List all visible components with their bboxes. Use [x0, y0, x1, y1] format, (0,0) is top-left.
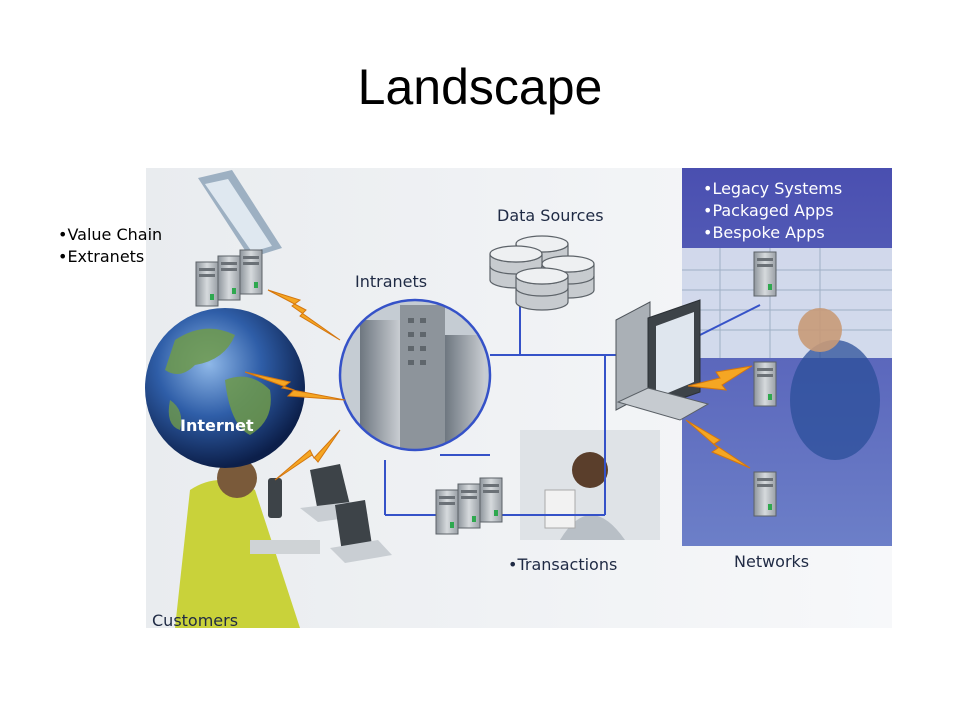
lightning-bolt-3 [274, 429, 341, 481]
value-chain-text: Value Chain [67, 225, 163, 244]
network-lines [384, 298, 761, 516]
extranets-text: Extranets [67, 247, 145, 266]
lightning-bolt-4 [687, 365, 753, 391]
legacy-item: Legacy Systems [703, 178, 842, 200]
monitor-image [198, 170, 282, 258]
intranets-node [338, 298, 492, 452]
internet-label: Internet [180, 416, 254, 435]
intranets-label: Intranets [355, 272, 428, 291]
transactions-person-image [520, 430, 660, 540]
legacy-systems-text: Legacy Systems [712, 179, 843, 198]
person-silhouette [790, 340, 880, 460]
transactions-text: Transactions [517, 555, 618, 574]
page-title: Landscape [357, 59, 603, 115]
legacy-item: Bespoke Apps [703, 222, 842, 244]
data-sources-label: Data Sources [497, 206, 604, 225]
spreadsheet-image [682, 248, 892, 358]
lightning-bolts [244, 289, 753, 481]
central-workstation-icon [615, 299, 710, 421]
internet-globe [145, 308, 305, 468]
networks-label: Networks [734, 552, 810, 571]
value-chain-label: Value Chain [58, 224, 162, 246]
lightning-bolt-1 [267, 289, 341, 341]
bespoke-apps-text: Bespoke Apps [712, 223, 825, 242]
extranets-label: Extranets [58, 246, 162, 268]
transactions-label: Transactions [508, 555, 617, 574]
legacy-list: Legacy Systems Packaged Apps Bespoke App… [703, 178, 842, 244]
legacy-item: Packaged Apps [703, 200, 842, 222]
network-servers [753, 251, 777, 517]
spreadsheet-grid [682, 248, 892, 358]
value-chain-list: Value Chain Extranets [58, 224, 162, 268]
person-head [798, 308, 842, 352]
lightning-bolt-5 [685, 419, 751, 469]
customer-laptops [268, 464, 392, 563]
customers-label: Customers [152, 611, 239, 630]
lightning-bolt-2 [244, 371, 346, 401]
customer-person-image [175, 458, 320, 628]
packaged-apps-text: Packaged Apps [712, 201, 834, 220]
